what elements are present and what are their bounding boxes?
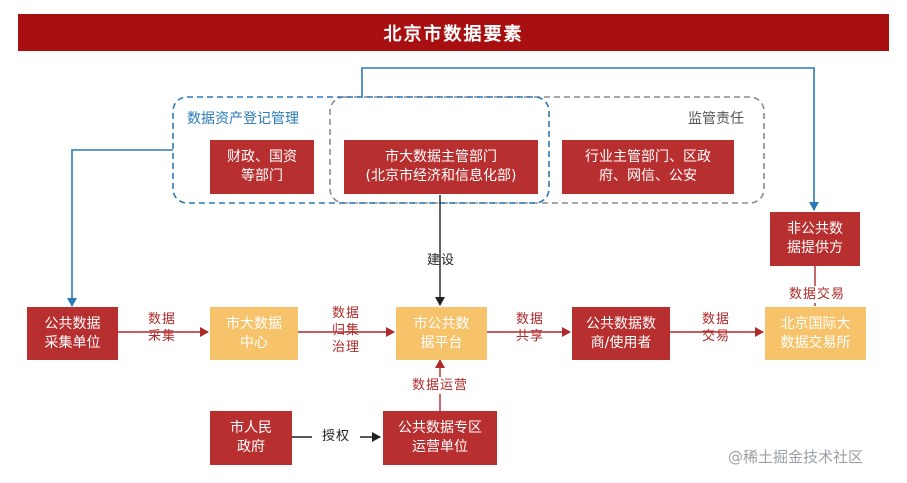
zone-operator-node: 公共数据专区 运营单位 — [383, 411, 497, 465]
municipal-gov-node: 市人民 政府 — [210, 411, 292, 465]
govern-label: 数据 归集 治理 — [331, 306, 360, 355]
public-collector-node: 公共数据 采集单位 — [27, 307, 118, 360]
finance-node: 财政、国资 等部门 — [210, 140, 314, 194]
page-title: 北京市数据要素 — [18, 14, 889, 51]
build-label: 建设 — [426, 253, 455, 268]
trade-top-label: 数据交易 — [772, 286, 862, 303]
public-platform-node: 市公共数 据平台 — [396, 307, 487, 360]
collect-label: 数据 采集 — [147, 312, 176, 344]
watermark: @稀土掘金技术社区 — [728, 448, 864, 466]
big-data-bureau-node: 市大数据主管部门 (北京市经济和信息化部) — [344, 140, 538, 194]
big-data-center-node: 市大数据 中心 — [210, 307, 298, 360]
supervision-group-title: 监管责任 — [688, 111, 744, 127]
supervision-group-outline — [329, 96, 765, 204]
trade-label: 数据 交易 — [701, 312, 730, 344]
connector-registration-to-collector — [67, 149, 173, 307]
exchange-node: 北京国际大 数据交易所 — [765, 307, 866, 360]
public-users-node: 公共数据数 商/使用者 — [572, 307, 670, 360]
operate-label: 数据运营 — [398, 377, 482, 394]
share-label: 数据 共享 — [515, 312, 544, 344]
non-public-provider-node: 非公共数 据提供方 — [770, 212, 860, 266]
connector-registration-to-provider — [361, 67, 819, 211]
industry-depts-node: 行业主管部门、区政 府、网信、公安 — [562, 140, 734, 194]
asset-registration-group-title: 数据资产登记管理 — [187, 111, 299, 127]
authorize-label: 授权 — [312, 428, 360, 445]
asset-registration-group-outline — [172, 96, 550, 204]
